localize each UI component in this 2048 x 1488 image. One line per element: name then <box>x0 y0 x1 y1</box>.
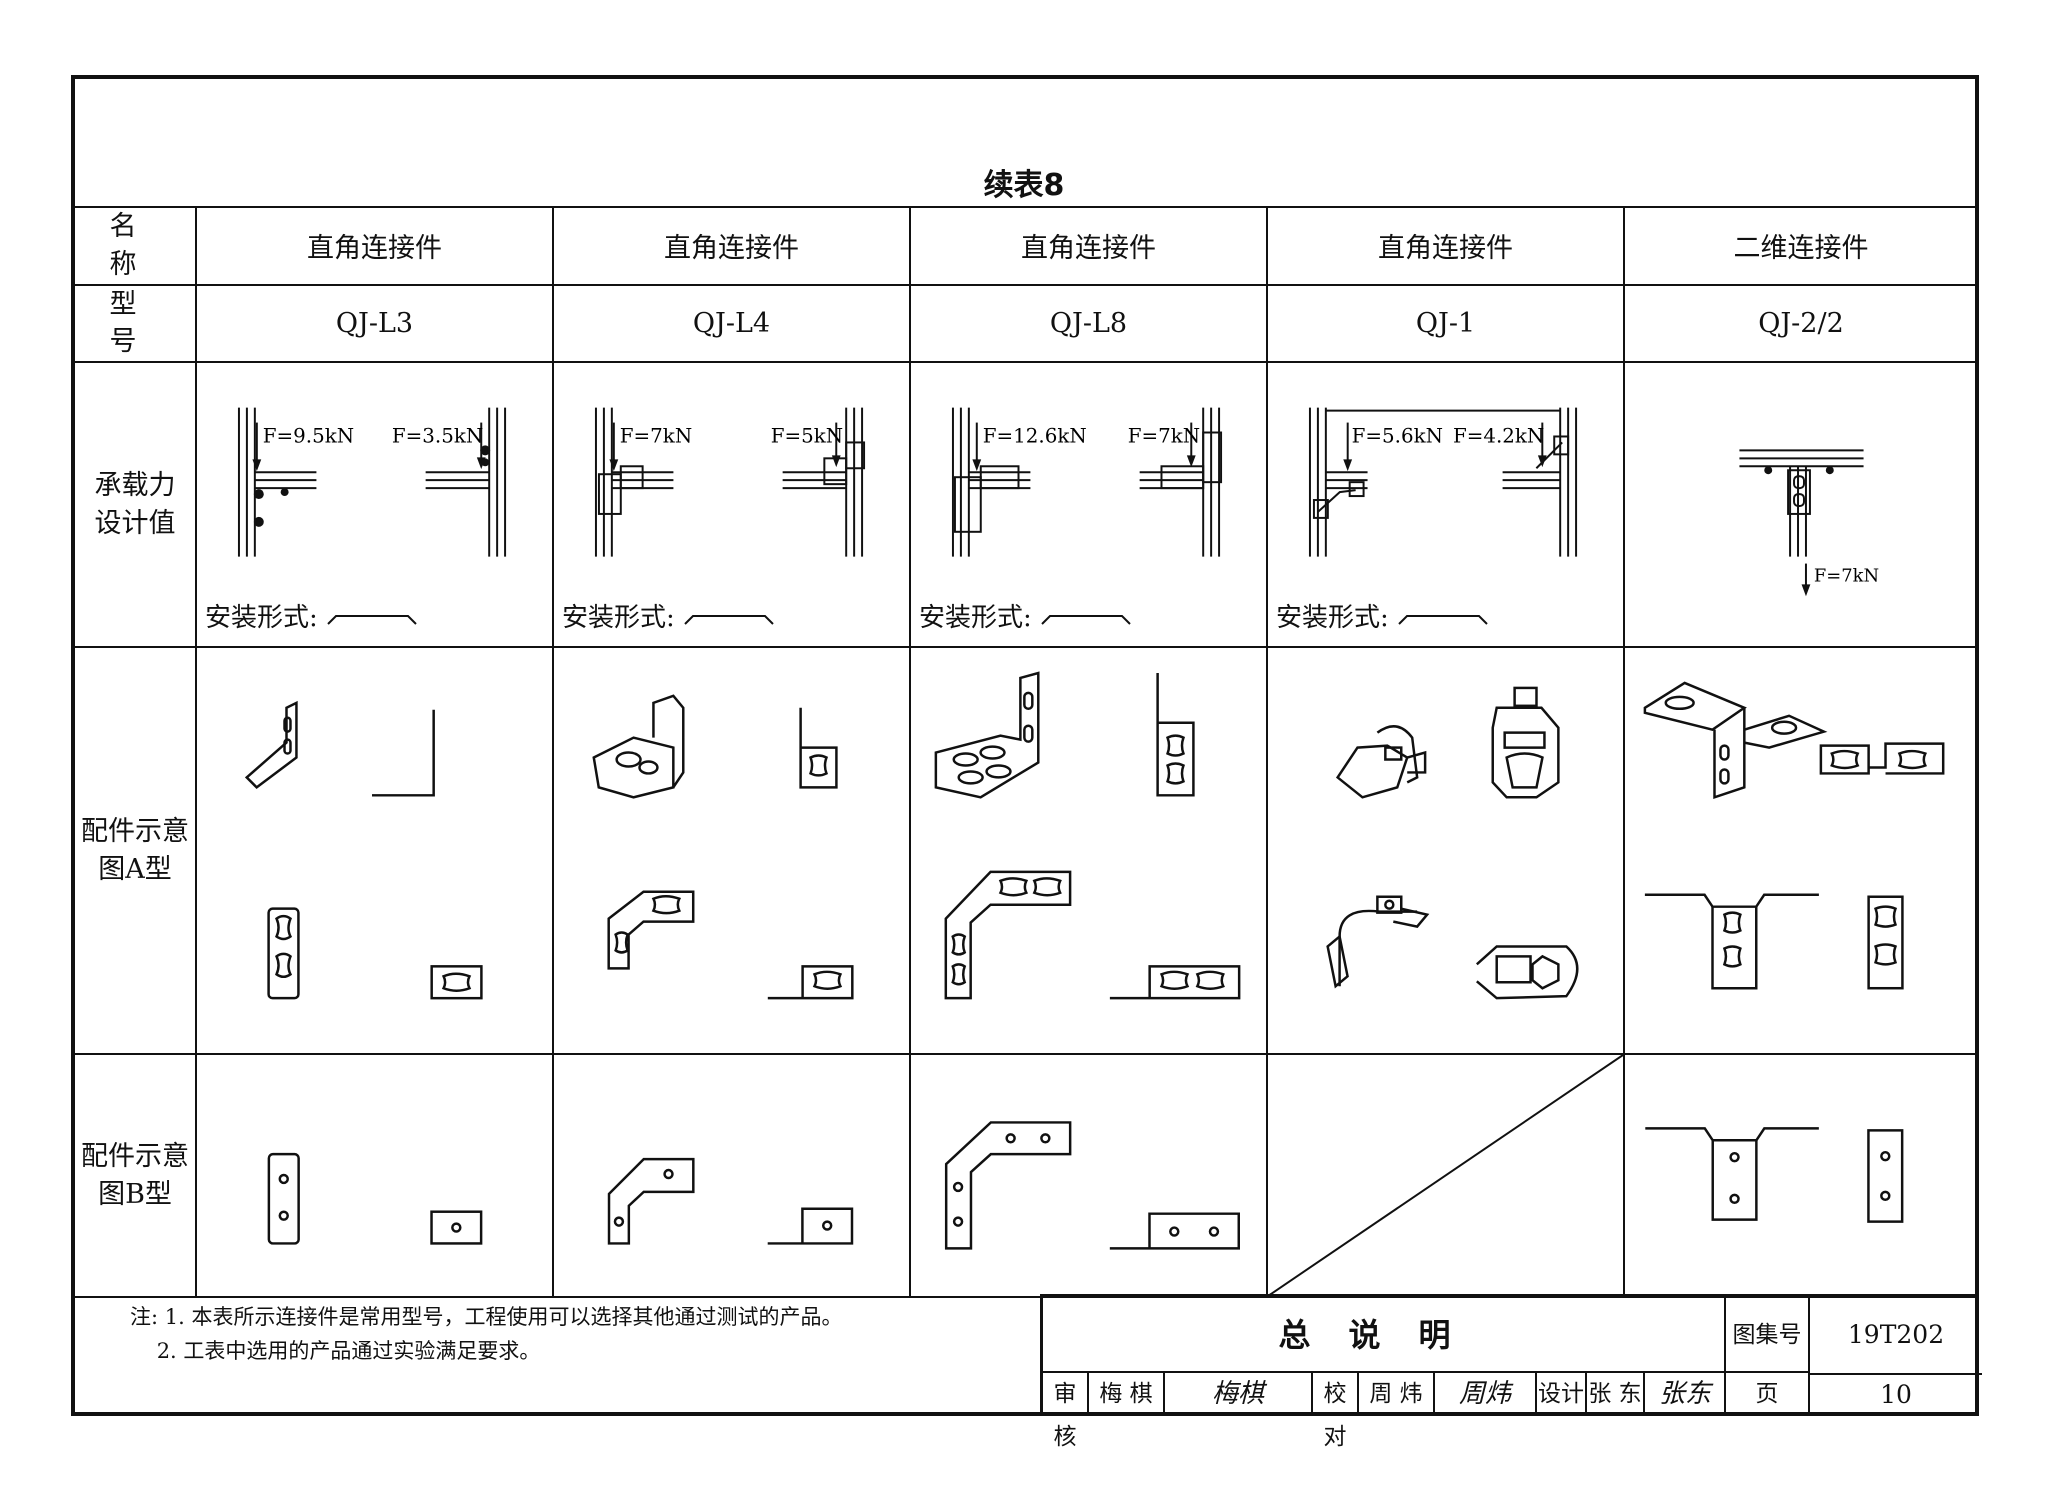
load-label: F=3.5kN <box>392 425 483 448</box>
model-col-5: QJ-2/2 <box>1623 283 1979 364</box>
install-form: 安装形式: <box>205 597 418 634</box>
note-2: 2. 工表中选用的产品通过实验满足要求。 <box>130 1339 541 1363</box>
load-label: F=9.5kN <box>263 425 354 448</box>
part-drawing-l3-a <box>244 701 483 1000</box>
install-form: 安装形式: <box>562 597 775 634</box>
check-name: 周 炜 <box>1359 1373 1435 1416</box>
load-label: F=5.6kN <box>1352 425 1443 448</box>
type-a-col-1 <box>195 646 554 1056</box>
label-model: 型 号 <box>73 283 197 364</box>
load-diagram-qj22: F=7kN <box>1739 449 1879 597</box>
name-col-4: 直角连接件 <box>1266 206 1625 286</box>
title-block: 总说明 图集号 19T202 审核 梅 棋 梅棋 校对 周 炜 周炜 设计 张 … <box>1040 1294 1982 1450</box>
model-col-3: QJ-L8 <box>909 283 1268 364</box>
row-capacity: 承载力 设计值 F=9.5kN F=3.5kN 安装形式: <box>73 361 1979 649</box>
name-col-2: 直角连接件 <box>552 206 911 286</box>
part-drawing-l3-b <box>267 1153 483 1245</box>
connector-spec-table: 名 称 直角连接件 直角连接件 直角连接件 直角连接件 二维连接件 型 号 QJ… <box>73 206 1979 1299</box>
row-name: 名 称 直角连接件 直角连接件 直角连接件 直角连接件 二维连接件 <box>73 206 1979 286</box>
type-b-col-4-empty <box>1266 1053 1625 1299</box>
part-drawing-qj1-a <box>1326 686 1579 1000</box>
model-col-2: QJ-L4 <box>552 283 911 364</box>
label-name: 名 称 <box>73 206 197 286</box>
page-label: 页 <box>1726 1373 1810 1416</box>
empty-cell-diagonal <box>1268 1055 1623 1297</box>
type-a-col-4 <box>1266 646 1625 1056</box>
part-drawing-l8-a <box>934 671 1241 1000</box>
name-col-5: 二维连接件 <box>1623 206 1979 286</box>
row-model: 型 号 QJ-L3 QJ-L4 QJ-L8 QJ-1 QJ-2/2 <box>73 283 1979 364</box>
type-b-col-2 <box>552 1053 911 1299</box>
part-drawing-qj22-b <box>1645 1127 1904 1224</box>
signature-row: 审核 梅 棋 梅棋 校对 周 炜 周炜 设计 张 东 张东 <box>1043 1373 1726 1450</box>
part-drawing-l4-a <box>592 694 854 1000</box>
type-b-col-3 <box>909 1053 1268 1299</box>
capacity-col-3: F=12.6kN F=7kN 安装形式: <box>909 361 1268 649</box>
capacity-col-1: F=9.5kN F=3.5kN 安装形式: <box>195 361 554 649</box>
load-diagram-l3: F=9.5kN F=3.5kN <box>237 407 507 557</box>
model-col-1: QJ-L3 <box>195 283 554 364</box>
load-label: F=5kN <box>771 425 843 448</box>
part-drawing-l4-b <box>607 1158 854 1245</box>
review-name: 梅 棋 <box>1089 1373 1165 1416</box>
install-form: 安装形式: <box>1276 597 1489 634</box>
load-diagram-l8: F=12.6kN F=7kN <box>951 407 1223 557</box>
row-type-a: 配件示意 图A型 <box>73 646 1979 1056</box>
capacity-col-2: F=7kN F=5kN 安装形式: <box>552 361 911 649</box>
part-drawing-qj22-a <box>1643 681 1945 990</box>
label-capacity: 承载力 设计值 <box>73 361 197 649</box>
model-col-4: QJ-1 <box>1266 283 1625 364</box>
design-name: 张 东 <box>1587 1373 1645 1416</box>
capacity-col-5: F=7kN <box>1623 361 1979 649</box>
type-b-col-1 <box>195 1053 554 1299</box>
type-a-col-3 <box>909 646 1268 1056</box>
name-col-1: 直角连接件 <box>195 206 554 286</box>
capacity-col-4: F=5.6kN F=4.2kN 安装形式: <box>1266 361 1625 649</box>
part-drawing-l8-b <box>944 1121 1240 1250</box>
page-number: 10 <box>1880 1380 1912 1409</box>
type-a-col-5 <box>1623 646 1979 1056</box>
atlas-label: 图集号 <box>1726 1297 1810 1373</box>
label-type-a: 配件示意 图A型 <box>73 646 197 1056</box>
name-col-3: 直角连接件 <box>909 206 1268 286</box>
load-label: F=4.2kN <box>1453 425 1544 448</box>
load-label: F=7kN <box>1814 566 1879 587</box>
load-label: F=12.6kN <box>983 425 1087 448</box>
label-type-b: 配件示意 图B型 <box>73 1053 197 1299</box>
load-diagram-qj1: F=5.6kN F=4.2kN <box>1308 407 1578 557</box>
row-type-b: 配件示意 图B型 <box>73 1053 1979 1299</box>
type-b-col-5 <box>1623 1053 1979 1299</box>
notes: 注: 1. 本表所示连接件是常用型号，工程使用可以选择其他通过测试的产品。 2.… <box>130 1300 842 1368</box>
load-diagram-l4: F=7kN F=5kN <box>594 407 866 557</box>
drawing-title: 总说明 <box>1043 1297 1726 1373</box>
table-title: 续表8 <box>983 168 1065 203</box>
design-signature: 张东 <box>1658 1379 1711 1409</box>
type-a-col-2 <box>552 646 911 1056</box>
review-label: 审核 <box>1043 1373 1089 1450</box>
check-label: 校对 <box>1313 1373 1359 1450</box>
load-label: F=7kN <box>1128 425 1200 448</box>
install-form: 安装形式: <box>919 597 1132 634</box>
load-label: F=7kN <box>620 425 692 448</box>
check-signature: 周炜 <box>1435 1373 1537 1416</box>
review-signature: 梅棋 <box>1165 1373 1313 1416</box>
design-label: 设计 <box>1537 1373 1587 1416</box>
note-1: 注: 1. 本表所示连接件是常用型号，工程使用可以选择其他通过测试的产品。 <box>130 1305 843 1329</box>
atlas-number: 19T202 <box>1810 1297 1982 1375</box>
